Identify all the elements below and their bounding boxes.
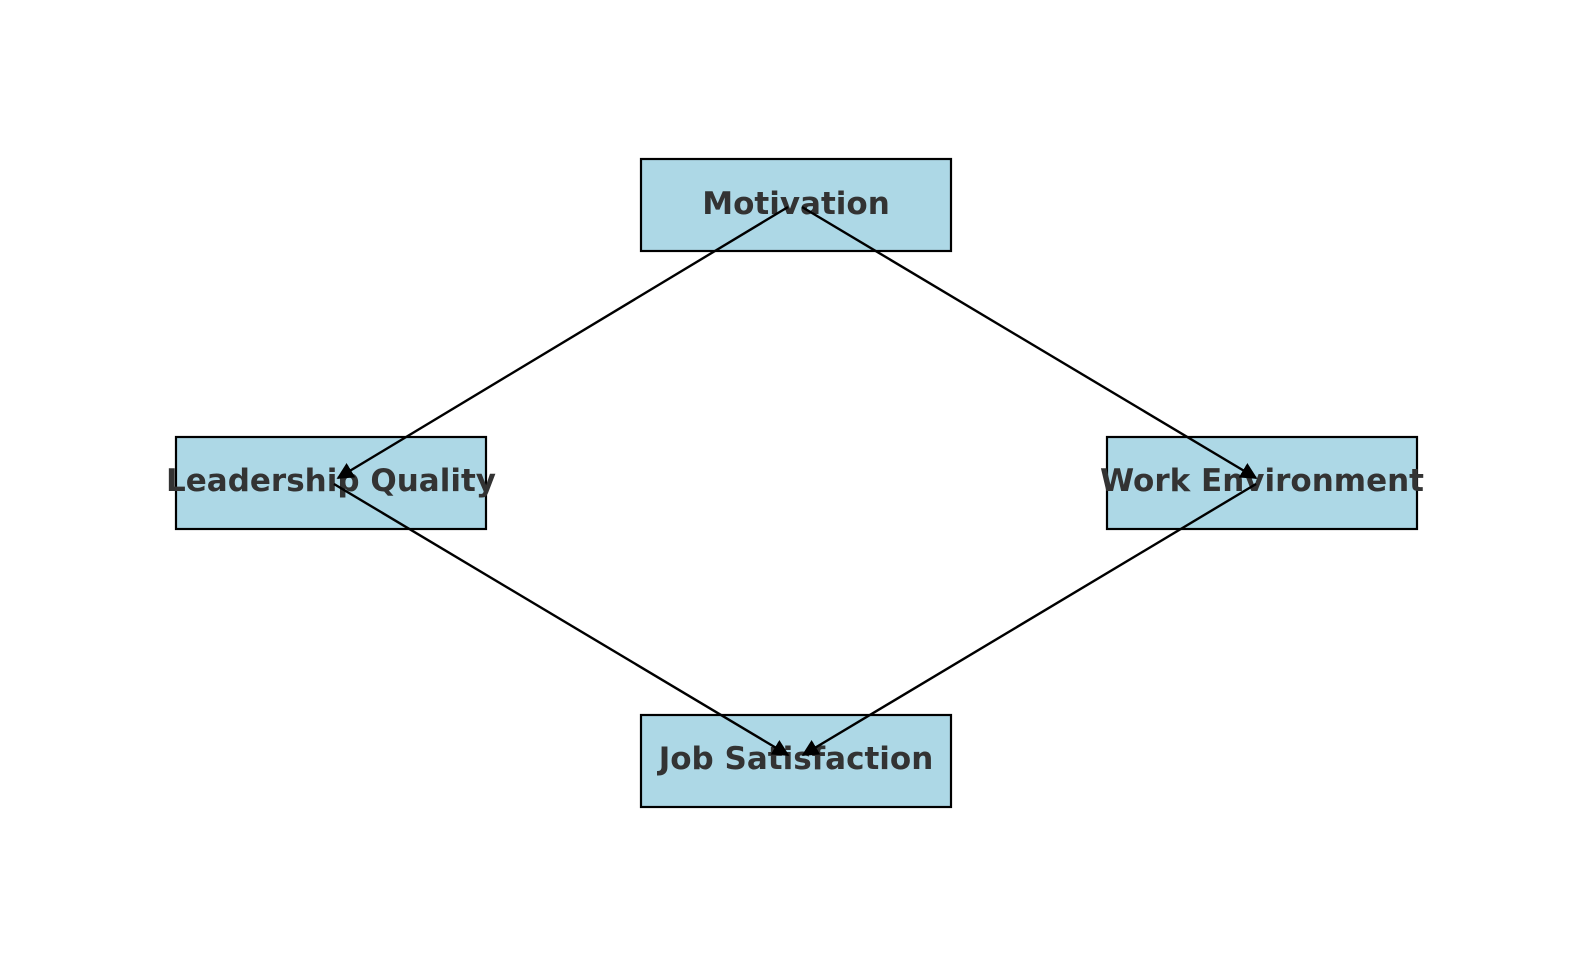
edges	[333, 205, 1258, 757]
node-label: Leadership Quality	[166, 463, 496, 499]
node-job-satisfaction: Job Satisfaction	[639, 713, 953, 809]
node-label: Work Environment	[1100, 463, 1424, 499]
node-label: Job Satisfaction	[657, 741, 934, 777]
node-label: Motivation	[702, 186, 890, 222]
node-box	[639, 713, 953, 809]
edge-work-environment-to-job-satisfaction	[801, 482, 1257, 757]
node-leadership-quality: Leadership Quality	[166, 435, 496, 531]
edge-leadership-quality-to-job-satisfaction	[333, 482, 790, 757]
node-box	[1105, 435, 1419, 531]
edge-motivation-to-work-environment	[801, 205, 1258, 480]
node-motivation: Motivation	[639, 157, 953, 253]
node-work-environment: Work Environment	[1100, 435, 1424, 531]
node-box	[639, 157, 953, 253]
edge-motivation-to-leadership-quality	[336, 205, 789, 480]
node-box	[174, 435, 488, 531]
